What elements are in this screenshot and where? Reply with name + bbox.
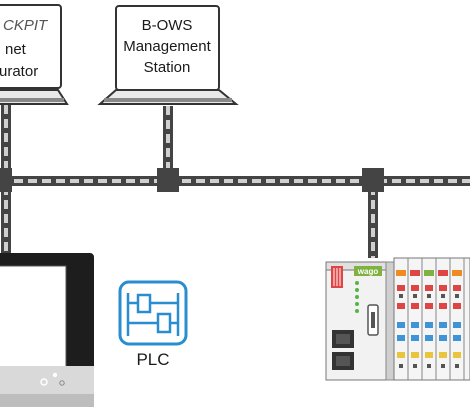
plc-label: PLC: [136, 350, 169, 369]
bows-line2: Management: [123, 38, 211, 55]
panel-led-icon: [40, 378, 48, 386]
controller-brand: wago: [357, 267, 379, 276]
laptop-left: CKPIT net urator: [0, 4, 69, 105]
io-modules: [393, 257, 470, 381]
bows-line3: Station: [144, 59, 191, 76]
plc-icon: [118, 280, 188, 346]
laptop-left-line2: net: [5, 41, 27, 58]
wago-controller: wago: [325, 257, 470, 381]
junction-left: [0, 168, 12, 192]
laptop-bows: B-OWS Management Station: [97, 5, 239, 105]
bows-line1: B-OWS: [142, 17, 193, 34]
junction-controller: [362, 168, 384, 192]
junction-bows: [157, 168, 179, 192]
touch-panel: [0, 253, 94, 407]
laptop-left-line1: CKPIT: [3, 17, 49, 34]
laptop-left-line3: urator: [0, 63, 38, 80]
network-bus: [0, 105, 470, 258]
